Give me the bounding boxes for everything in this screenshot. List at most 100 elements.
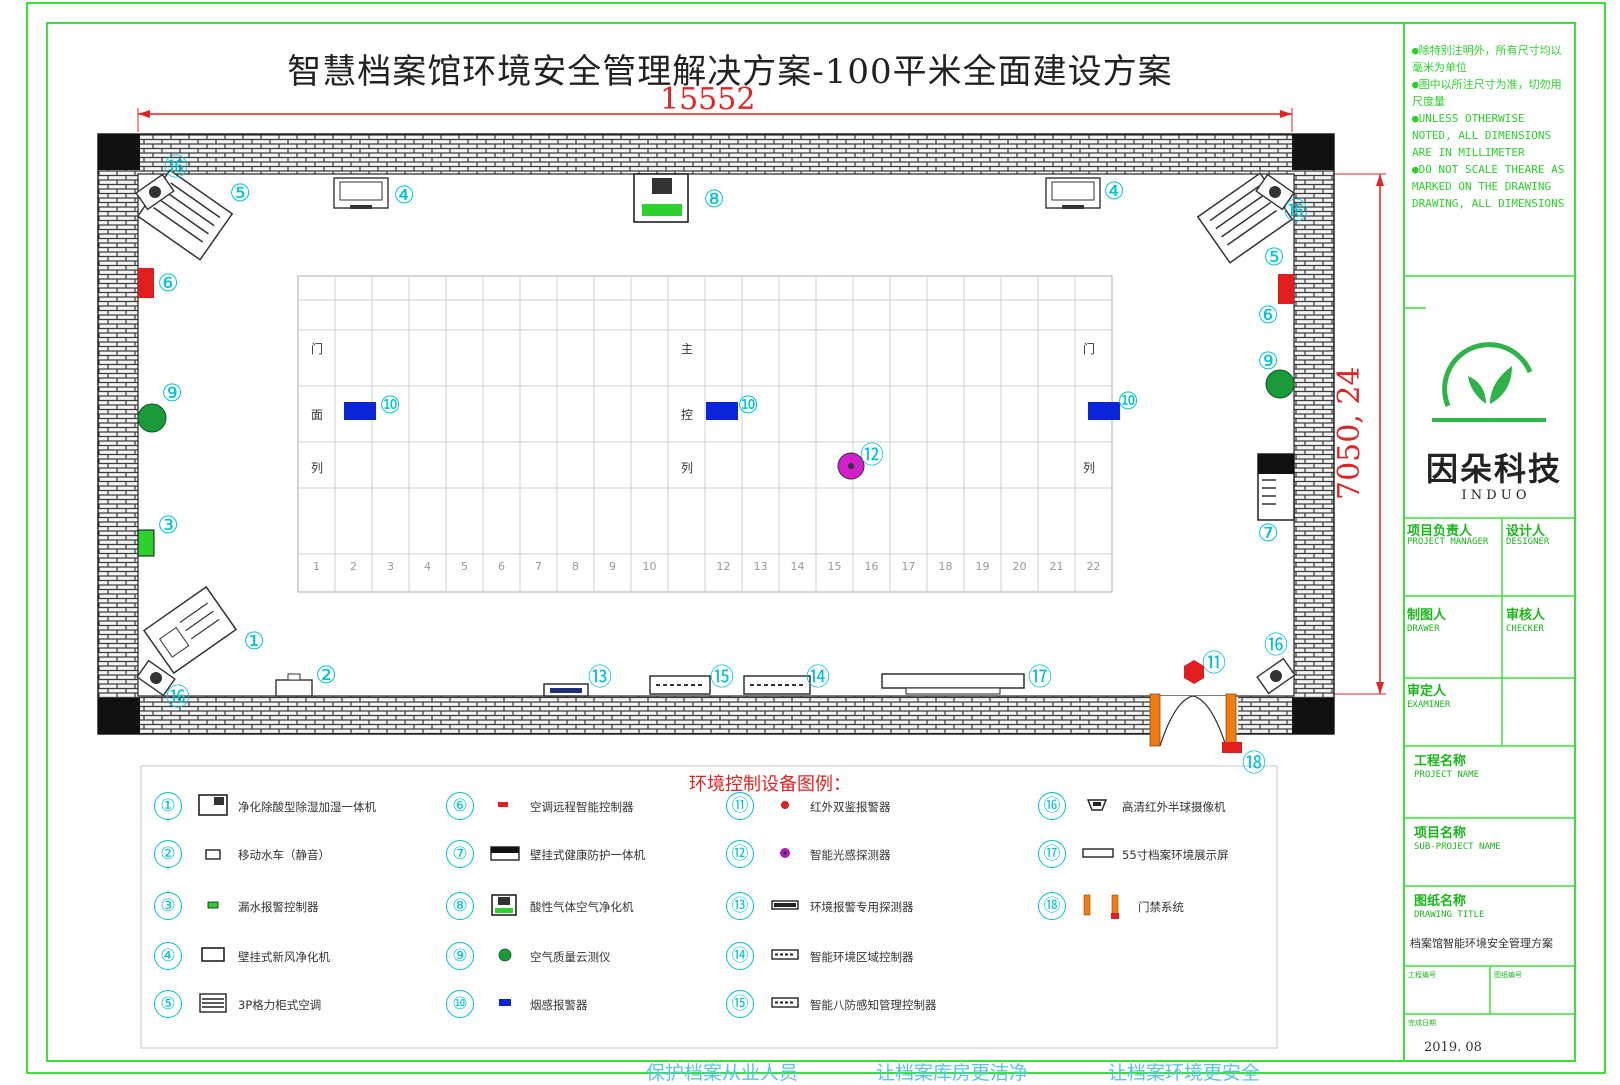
legend-symbol-icon xyxy=(499,999,511,1006)
checker-label-en: CHECKER xyxy=(1506,624,1544,634)
project-manager-label: 项目负责人 xyxy=(1407,524,1473,539)
plan-marker-number: ⑩ xyxy=(737,391,759,419)
rack-column-number: 22 xyxy=(1086,560,1101,573)
rack-column-number: 7 xyxy=(535,560,542,573)
legend-symbol-icon xyxy=(199,993,227,1013)
drawing-outer-frame xyxy=(26,2,1606,1074)
legend-number: ② xyxy=(154,840,182,868)
title-block xyxy=(1403,22,1576,1062)
rack-column-number: 20 xyxy=(1012,560,1027,573)
rack-column-number: 19 xyxy=(975,560,990,573)
legend-number: ③ xyxy=(154,892,182,920)
dome-cameras xyxy=(135,173,1296,697)
legend-symbol-icon xyxy=(198,794,228,816)
plan-marker-number: ② xyxy=(315,661,337,689)
brand-logo-icon xyxy=(1432,342,1546,422)
legend-label: 酸性气体空气净化机 xyxy=(530,900,634,914)
legend-number: ⑧ xyxy=(446,892,474,920)
water-leak-controller xyxy=(137,529,155,557)
plan-marker-number: ① xyxy=(243,627,265,655)
door-opening xyxy=(1149,693,1242,753)
rack-label: 面 xyxy=(311,408,324,422)
rack-column-number: 12 xyxy=(716,560,731,573)
legend-label: 空气质量云测仪 xyxy=(530,950,611,964)
plan-marker-number: ⑫ xyxy=(860,441,884,469)
rack-column-number: 15 xyxy=(827,560,842,573)
rack-column-number: 16 xyxy=(864,560,879,573)
drawing-title: 智慧档案馆环境安全管理解决方案-100平米全面建设方案 xyxy=(287,52,1173,92)
legend-number: ⑨ xyxy=(446,942,474,970)
legend-symbol-icon xyxy=(498,802,508,807)
drawing-title-label-en: DRAWING TITLE xyxy=(1414,910,1485,920)
legend-symbol-icon xyxy=(1082,848,1114,858)
rack-column-number: 13 xyxy=(753,560,768,573)
legend-label: 55寸档案环境展示屏 xyxy=(1122,848,1229,862)
bottom-wall-devices xyxy=(543,673,1025,697)
legend-number: ⑥ xyxy=(446,792,474,820)
legend-number: ⑩ xyxy=(446,990,474,1018)
legend-symbol-icon xyxy=(1083,894,1119,919)
legend-number: ④ xyxy=(154,942,182,970)
legend-symbol-icon xyxy=(201,947,225,962)
ac-remote-controllers xyxy=(138,268,1294,304)
dehumidifier-bottom-left xyxy=(142,585,238,675)
rack-label: 列 xyxy=(1083,461,1096,475)
legend-symbol-icon xyxy=(771,900,799,910)
width-dimension-line xyxy=(137,108,1293,132)
rack-label: 列 xyxy=(681,461,694,475)
note-line: ●UNLESS OTHERWISE NOTED, ALL DIMENSIONS … xyxy=(1412,112,1552,159)
wall-health-protection-unit xyxy=(1257,453,1295,521)
rack-label: 门 xyxy=(1083,342,1096,356)
rack-column-number: 18 xyxy=(938,560,953,573)
legend-title: 环境控制设备图例： xyxy=(689,774,851,795)
legend-number: ⑭ xyxy=(726,942,754,970)
legend-label: 移动水车（静音） xyxy=(238,848,330,862)
legend-label: 漏水报警控制器 xyxy=(238,900,319,914)
plan-marker-number: ⑯ xyxy=(164,153,188,181)
plan-marker-number: ⑤ xyxy=(229,179,251,207)
legend-label: 壁挂式健康防护一体机 xyxy=(530,848,645,862)
mobile-water-cart xyxy=(275,673,313,697)
plan-marker-number: ⑮ xyxy=(710,663,734,691)
legend-label: 壁挂式新风净化机 xyxy=(238,950,330,964)
note-line: ●DO NOT SCALE THEARE AS MARKED ON THE DR… xyxy=(1412,163,1565,210)
legend-number: ⑯ xyxy=(1038,792,1066,820)
footer-slogan: 让档案环境更安全 xyxy=(1108,1062,1261,1084)
plan-marker-number: ⑤ xyxy=(1263,243,1285,271)
legend-symbol-icon xyxy=(780,848,790,858)
rack-column-number: 10 xyxy=(642,560,657,573)
checker-label: 审核人 xyxy=(1506,608,1546,623)
plan-marker-number: ④ xyxy=(1103,177,1125,205)
designer-label-en: DESIGNER xyxy=(1506,537,1550,547)
plan-marker-number: ⑥ xyxy=(157,269,179,297)
brand-letters: I N D U O xyxy=(1461,488,1527,503)
drawer-label: 制图人 xyxy=(1407,608,1447,623)
rack-column-number: 17 xyxy=(901,560,916,573)
legend-number: ⑱ xyxy=(1038,892,1066,920)
legend-label: 门禁系统 xyxy=(1138,900,1184,914)
legend-symbol-icon xyxy=(207,901,219,909)
legend-label: 高清红外半球摄像机 xyxy=(1122,800,1226,814)
plan-marker-number: ⑭ xyxy=(806,663,830,691)
plan-marker-number: ⑧ xyxy=(703,185,725,213)
wall-fresh-air-unit-left xyxy=(333,177,389,209)
legend-number: ⑬ xyxy=(726,892,754,920)
height-dimension-label: 7050, 24 xyxy=(1332,366,1367,500)
plan-marker-number: ⑯ xyxy=(166,683,190,711)
sub-project-name-label: 项目名称 xyxy=(1414,826,1467,841)
legend-label: 智能环境区域控制器 xyxy=(810,950,914,964)
rack-label: 主 xyxy=(681,342,694,356)
legend-number: ⑤ xyxy=(154,990,182,1018)
acid-gas-purifier xyxy=(633,173,689,223)
legend-symbol-icon xyxy=(781,801,789,809)
smoke-detectors xyxy=(344,402,1120,420)
legend-label: 智能光感探测器 xyxy=(810,848,891,862)
examiner-label-en: EXAMINER xyxy=(1407,700,1451,710)
rack-label: 列 xyxy=(311,461,324,475)
rack-column-number: 4 xyxy=(424,560,431,573)
project-name-label-en: PROJECT NAME xyxy=(1414,770,1480,780)
legend-number: ⑮ xyxy=(726,990,754,1018)
plan-marker-number: ⑬ xyxy=(588,663,612,691)
